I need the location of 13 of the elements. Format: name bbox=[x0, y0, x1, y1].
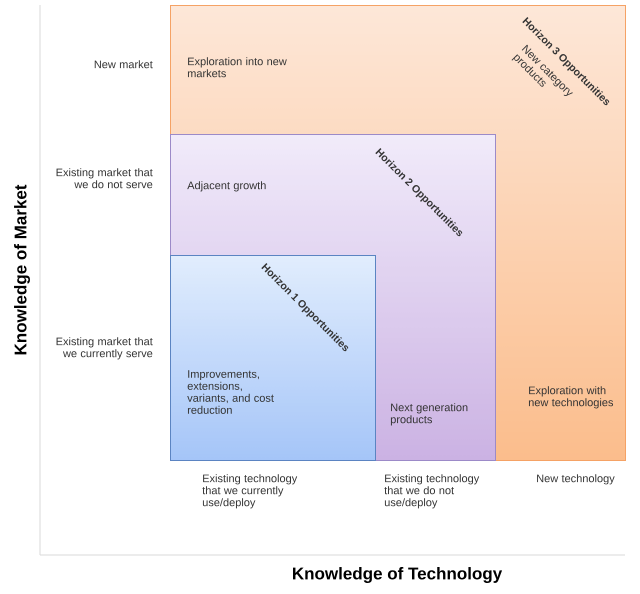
axis-title: Knowledge of Market bbox=[14, 184, 30, 354]
row-label: Existing market that we do not serve bbox=[56, 168, 153, 188]
cell-text: Adjacent growth bbox=[187, 181, 266, 192]
cell-text: Exploration with new technologies bbox=[528, 386, 614, 408]
cell-text: Next generation products bbox=[390, 403, 468, 426]
column-label: New technology bbox=[537, 474, 615, 484]
column-label: Existing technology that we currently use/deploy bbox=[202, 474, 298, 508]
axis-title: Knowledge of Technology bbox=[293, 567, 502, 583]
cell-text: Improvements, extensions, variants, and cost reduction bbox=[187, 370, 274, 414]
cell-text: Exploration into new markets bbox=[188, 57, 287, 78]
row-label: Existing market that we currently serve bbox=[56, 337, 153, 360]
row-label: New market bbox=[94, 60, 153, 68]
column-label: Existing technology that we do not use/deploy bbox=[384, 474, 480, 508]
